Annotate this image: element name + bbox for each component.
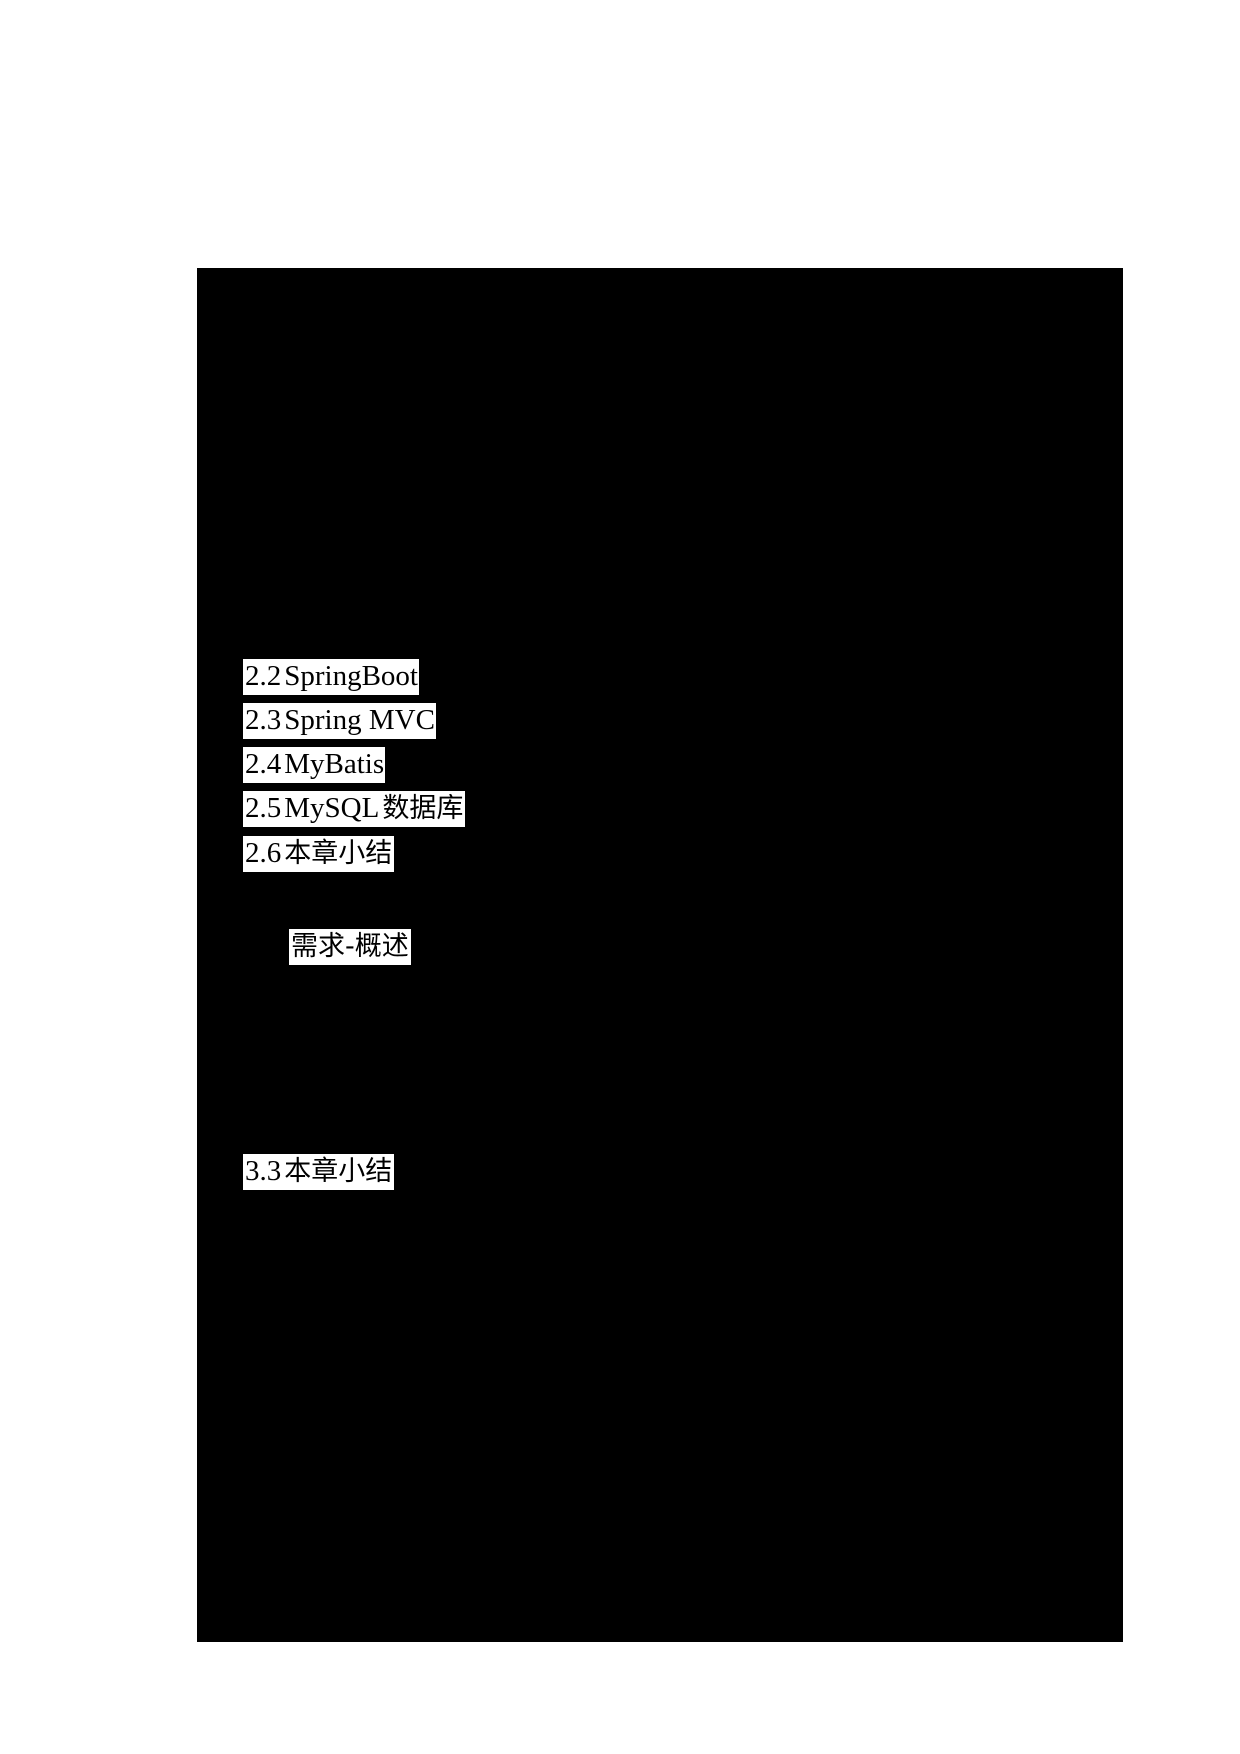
toc-entry-2-5-number: 2.5 [243, 791, 283, 827]
toc-entry-2-5-title-latin: MySQL [282, 791, 381, 827]
toc-entry-requirements-overview[interactable]: 需求-概述 [289, 929, 411, 965]
toc-entry-2-6-title-cjk: 本章小结 [282, 836, 395, 872]
toc-entry-2-3-title: Spring MVC [282, 703, 436, 739]
toc-entry-3-3[interactable]: 3.3 本章小结 [243, 1154, 395, 1190]
toc-entry-2-6-number: 2.6 [243, 836, 283, 872]
toc-entry-2-3[interactable]: 2.3 Spring MVC [243, 703, 436, 739]
toc-entry-2-4-number: 2.4 [243, 747, 283, 783]
toc-entry-requirements-overview-title: 需求-概述 [289, 929, 411, 965]
toc-entry-2-2-number: 2.2 [243, 659, 283, 695]
toc-entry-3-3-number: 3.3 [243, 1154, 283, 1190]
toc-entry-2-2-title: SpringBoot [282, 659, 419, 695]
toc-entry-2-4[interactable]: 2.4 MyBatis [243, 747, 386, 783]
toc-entry-2-5-title-cjk: 数据库 [380, 791, 466, 827]
toc-entry-2-5[interactable]: 2.5 MySQL 数据库 [243, 791, 466, 827]
toc-entry-2-4-title: MyBatis [282, 747, 386, 783]
toc-entry-2-6[interactable]: 2.6 本章小结 [243, 836, 395, 872]
toc-entry-2-2[interactable]: 2.2 SpringBoot [243, 659, 419, 695]
toc-entry-3-3-title-cjk: 本章小结 [282, 1154, 395, 1190]
toc-entry-2-3-number: 2.3 [243, 703, 283, 739]
